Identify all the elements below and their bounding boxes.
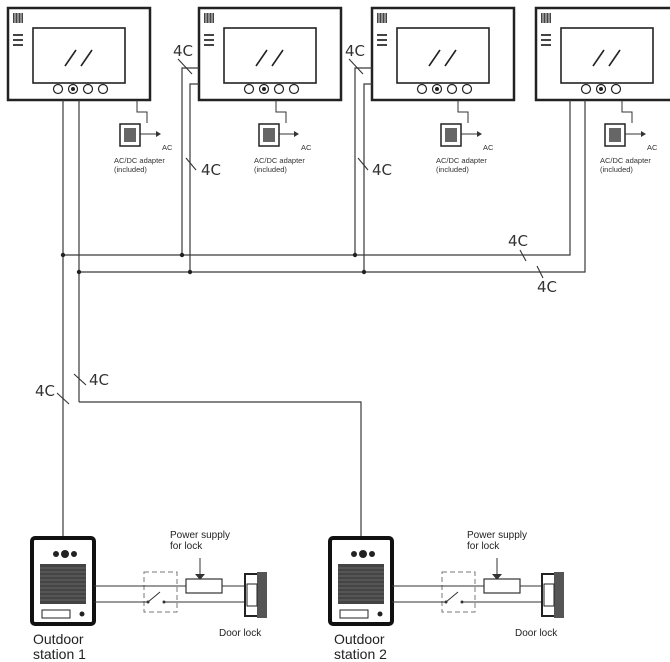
indoor-monitor-4 [534,6,670,102]
wire-label-4c: 4C [537,278,558,296]
adapter-caption-line1: AC/DC adapter [114,156,165,165]
lock-circuit-2 [392,558,564,618]
power-supply-label-2: Power supply for lock [467,530,527,552]
adapter-caption-line1: AC/DC adapter [436,156,487,165]
outdoor-station-1 [30,536,96,626]
wire-label-4c: 4C [201,161,222,179]
adapter-caption-line2: (included) [254,165,287,174]
monitor-buttons [580,83,622,95]
wire-label-4c: 4C [372,161,393,179]
wire-label-4c: 4C [35,382,56,400]
speaker-grille-icon [377,13,387,46]
door-lock-label-1: Door lock [219,628,262,639]
monitor-buttons [243,83,300,95]
adapter-caption-2: AC/DC adapter (included) [254,156,305,174]
ac-label-1: AC [162,143,173,152]
station-label-2: Outdoor station 2 [334,632,387,662]
outdoor-station-2 [328,536,394,626]
adapter-4 [604,100,646,147]
indoor-monitor-3 [370,6,516,102]
adapter-caption-line2: (included) [436,165,469,174]
speaker-grille-icon [13,13,23,46]
adapter-2 [258,100,299,147]
speaker-grille-icon [204,13,214,46]
monitor-buttons [416,83,473,95]
adapter-caption-4: AC/DC adapter (included) [600,156,651,174]
station-label-line2: station 2 [334,646,387,662]
lock-circuit-1 [94,558,267,618]
power-supply-line1: Power supply [170,530,231,541]
power-supply-line2: for lock [170,541,203,552]
wiring [62,67,586,540]
station-label-line2: station 1 [33,646,86,662]
ac-label-2: AC [301,143,312,152]
monitor-buttons [52,83,109,95]
wire-label-4c: 4C [173,42,194,60]
adapter-1 [119,100,161,147]
wire-label-4c: 4C [89,371,110,389]
station-label-line1: Outdoor [334,631,385,647]
speaker-grille-icon [541,13,551,46]
ac-label-3: AC [483,143,494,152]
adapter-caption-3: AC/DC adapter (included) [436,156,487,174]
wire-tick-marks [56,58,544,405]
power-supply-line1: Power supply [467,530,528,541]
door-lock-label-2: Door lock [515,628,558,639]
wire-label-4c: 4C [508,232,529,250]
adapter-caption-line1: AC/DC adapter [600,156,651,165]
adapter-caption-line2: (included) [600,165,633,174]
adapter-caption-1: AC/DC adapter (included) [114,156,165,174]
adapter-3 [440,100,482,147]
ac-label-4: AC [647,143,658,152]
junction-dots [60,252,367,275]
power-supply-label-1: Power supply for lock [170,530,230,552]
adapter-caption-line1: AC/DC adapter [254,156,305,165]
station-label-1: Outdoor station 1 [33,632,86,662]
station-label-line1: Outdoor [33,631,84,647]
wire-label-4c: 4C [345,42,366,60]
indoor-monitor-1 [6,6,152,102]
adapter-caption-line2: (included) [114,165,147,174]
power-supply-line2: for lock [467,541,500,552]
indoor-monitor-2 [197,6,343,102]
